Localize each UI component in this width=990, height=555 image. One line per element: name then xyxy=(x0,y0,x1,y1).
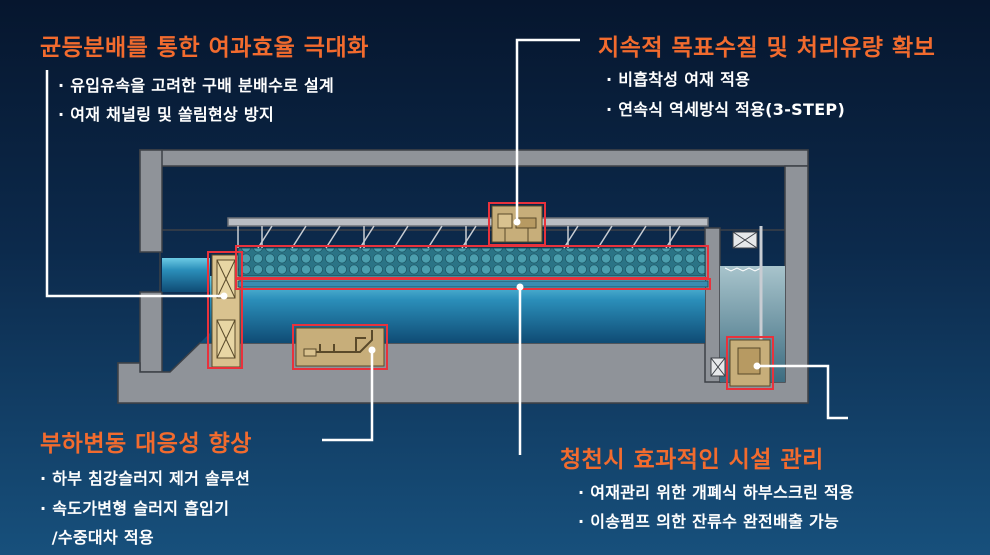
filter-media-bed xyxy=(237,247,706,277)
highlight-sludge xyxy=(292,324,388,370)
inlet-channel xyxy=(162,258,210,292)
highlight-distribution xyxy=(207,251,243,369)
outlet-chamber xyxy=(710,226,771,387)
feature-bullet: · 비흡착성 여재 적용 xyxy=(606,70,751,89)
feature-title-quality: 지속적 목표수질 및 처리유량 확보 xyxy=(598,35,936,61)
feature-title-load: 부하변동 대응성 향상 xyxy=(40,431,252,457)
feature-bullet: · 여재관리 위한 개폐식 하부스크린 적용 xyxy=(578,483,855,502)
highlight-underdrain xyxy=(235,278,711,290)
feature-bullet: · 연속식 역세방식 적용(3-STEP) xyxy=(606,100,846,119)
feature-bullet: · 속도가변형 슬러지 흡입기 xyxy=(40,499,230,518)
basin-water xyxy=(200,276,705,343)
feature-bullet: · 여재 채널링 및 쏠림현상 방지 xyxy=(58,105,274,124)
feature-title-management: 청천시 효과적인 시설 관리 xyxy=(560,447,824,473)
feature-bullet: /수중대차 적용 xyxy=(40,528,154,547)
feature-bullet: · 이송펌프 의한 잔류수 완전배출 가능 xyxy=(578,512,840,531)
connector-lines xyxy=(45,38,848,455)
highlight-boxes xyxy=(207,202,774,390)
under-drain xyxy=(237,280,709,288)
feature-title-distribution: 균등분배를 통한 여과효율 극대화 xyxy=(40,35,369,61)
backwash-gantry xyxy=(227,217,709,249)
connector-dots xyxy=(220,218,761,370)
feature-bullet: · 하부 침강슬러지 제거 솔루션 xyxy=(40,469,251,488)
highlight-pump xyxy=(726,336,774,390)
sludge-collector xyxy=(295,327,385,367)
feature-bullet: · 유입유속을 고려한 구배 분배수로 설계 xyxy=(58,76,335,95)
